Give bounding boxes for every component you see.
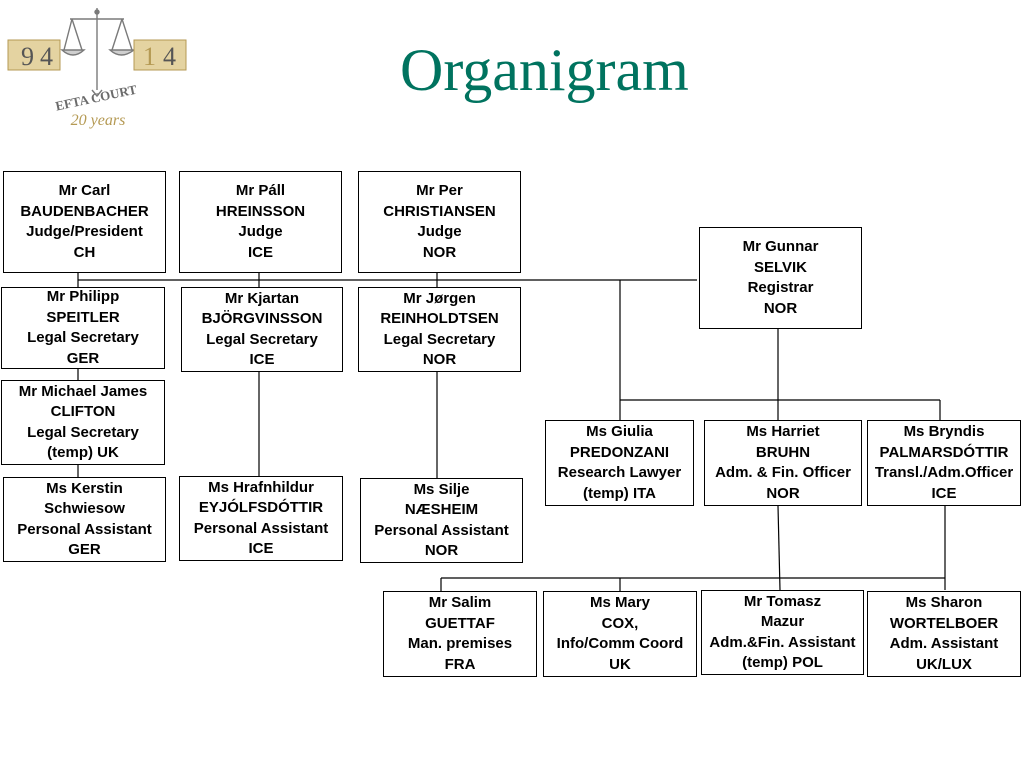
person-surname: BRUHN [755,443,811,461]
org-box-reinholdtsen: Mr Jørgen REINHOLDTSEN Legal Secretary N… [358,287,521,372]
person-surname: Mazur [760,613,805,630]
person-role: Man. premises [407,635,513,652]
org-box-bjorgvinsson: Mr Kjartan BJÖRGVINSSON Legal Secretary … [181,287,343,372]
person-name: Mr Kjartan [224,289,300,307]
person-surname: CHRISTIANSEN [383,202,496,220]
logo-year-digit: 4 [163,42,176,71]
person-role: Legal Secretary [27,329,139,346]
person-role: Legal Secretary [27,423,139,441]
person-role: Judge [417,223,462,240]
org-box-christiansen: Mr Per CHRISTIANSEN Judge NOR [358,171,521,273]
logo-tagline: 20 years [71,112,126,129]
logo-year-digit: 9 [21,42,34,71]
person-role: Judge/President [26,223,143,240]
person-country: GER [66,349,100,367]
person-role: Registrar [747,279,814,296]
person-name: Ms Silje [413,480,470,498]
logo-year-digit: 1 [143,42,156,71]
person-role: Personal Assistant [17,520,152,538]
person-role: Info/Comm Coord [556,635,684,652]
page-title: Organigram [400,37,689,103]
org-box-baudenbacher: Mr Carl BAUDENBACHER Judge/President CH [3,171,166,273]
org-box-guettaf: Mr Salim GUETTAF Man. premises FRA [383,591,537,677]
person-name: Ms Sharon [905,594,983,611]
person-country: NOR [424,542,459,559]
person-name: Mr Michael James [18,382,148,400]
person-name: Mr Jørgen [403,289,476,307]
person-surname: REINHOLDTSEN [380,310,499,327]
person-role: Legal Secretary [206,330,318,348]
person-role: Personal Assistant [193,519,329,537]
person-name: Mr Per [416,182,463,199]
org-box-clifton: Mr Michael James CLIFTON Legal Secretary… [1,380,165,465]
person-country: UK [609,655,631,673]
person-country: CH [73,243,96,261]
person-surname: CLIFTON [50,403,116,420]
person-name: Mr Carl [58,182,111,199]
org-box-cox: Ms Mary COX, Info/Comm Coord UK [543,591,697,677]
person-name: Ms Bryndis [903,423,985,440]
org-box-naesheim: Ms Silje NÆSHEIM Personal Assistant NOR [360,478,523,563]
person-country: ICE [931,484,957,502]
person-name: Mr Salim [428,594,492,611]
person-role: Adm. & Fin. Officer [715,464,851,481]
person-role: Judge [238,223,283,240]
person-name: Mr Gunnar [742,238,819,255]
person-name: Ms Mary [589,594,651,611]
person-country: (temp) POL [742,654,823,671]
org-box-speitler: Mr Philipp SPEITLER Legal Secretary GER [1,287,165,369]
person-surname: NÆSHEIM [404,501,479,518]
org-box-palmarsdottir: Ms Bryndis PALMARSDÓTTIR Transl./Adm.Off… [867,420,1021,506]
person-country: ICE [249,351,275,368]
person-country: (temp) UK [47,444,119,461]
person-role: Legal Secretary [383,330,496,348]
person-country: (temp) ITA [582,484,657,502]
person-role: Adm.&Fin. Assistant [709,633,856,651]
person-surname: Schwiesow [44,500,125,517]
person-country: FRA [444,655,476,673]
person-surname: EYJÓLFSDÓTTIR [198,499,324,516]
person-name: Ms Harriet [746,423,820,440]
person-surname: GUETTAF [425,614,495,632]
efta-court-logo: 9 4 1 4 EFTA COURT 20 years [7,8,187,129]
person-country: GER [68,541,101,558]
person-country: NOR [422,351,457,368]
person-country: ICE [247,243,273,261]
person-surname: PALMARSDÓTTIR [879,443,1009,461]
org-box-selvik: Mr Gunnar SELVIK Registrar NOR [699,227,862,329]
org-box-eyjolfsdottir: Ms Hrafnhildur EYJÓLFSDÓTTIR Personal As… [179,476,343,561]
person-surname: HREINSSON [215,202,306,220]
person-role: Research Lawyer [557,464,682,481]
org-box-predonzani: Ms Giulia PREDONZANI Research Lawyer (te… [545,420,694,506]
person-country: NOR [763,299,798,317]
person-name: Mr Tomasz [743,592,822,610]
person-country: ICE [248,540,274,557]
person-surname: PREDONZANI [569,443,670,461]
person-name: Ms Hrafnhildur [208,478,314,496]
org-box-hreinsson: Mr Páll HREINSSON Judge ICE [179,171,342,273]
org-box-bruhn: Ms Harriet BRUHN Adm. & Fin. Officer NOR [704,420,862,506]
person-name: Ms Kerstin [46,479,123,497]
person-surname: SPEITLER [46,308,120,326]
person-surname: BJÖRGVINSSON [201,310,323,327]
person-country: NOR [422,243,457,261]
person-surname: COX, [601,614,639,632]
person-role: Personal Assistant [374,521,509,539]
person-country: NOR [766,484,800,502]
person-role: Transl./Adm.Officer [874,464,1014,481]
person-surname: SELVIK [753,258,808,276]
person-surname: WORTELBOER [889,614,999,632]
org-box-mazur: Mr Tomasz Mazur Adm.&Fin. Assistant (tem… [701,590,864,675]
org-box-schwiesow: Ms Kerstin Schwiesow Personal Assistant … [3,477,166,562]
person-name: Mr Páll [235,182,286,199]
person-name: Ms Giulia [586,423,653,440]
logo-year-digit: 4 [40,42,53,71]
person-country: UK/LUX [916,655,972,673]
org-box-wortelboer: Ms Sharon WORTELBOER Adm. Assistant UK/L… [867,591,1021,677]
person-role: Adm. Assistant [889,635,999,652]
person-name: Mr Philipp [46,288,120,305]
person-surname: BAUDENBACHER [20,202,149,220]
